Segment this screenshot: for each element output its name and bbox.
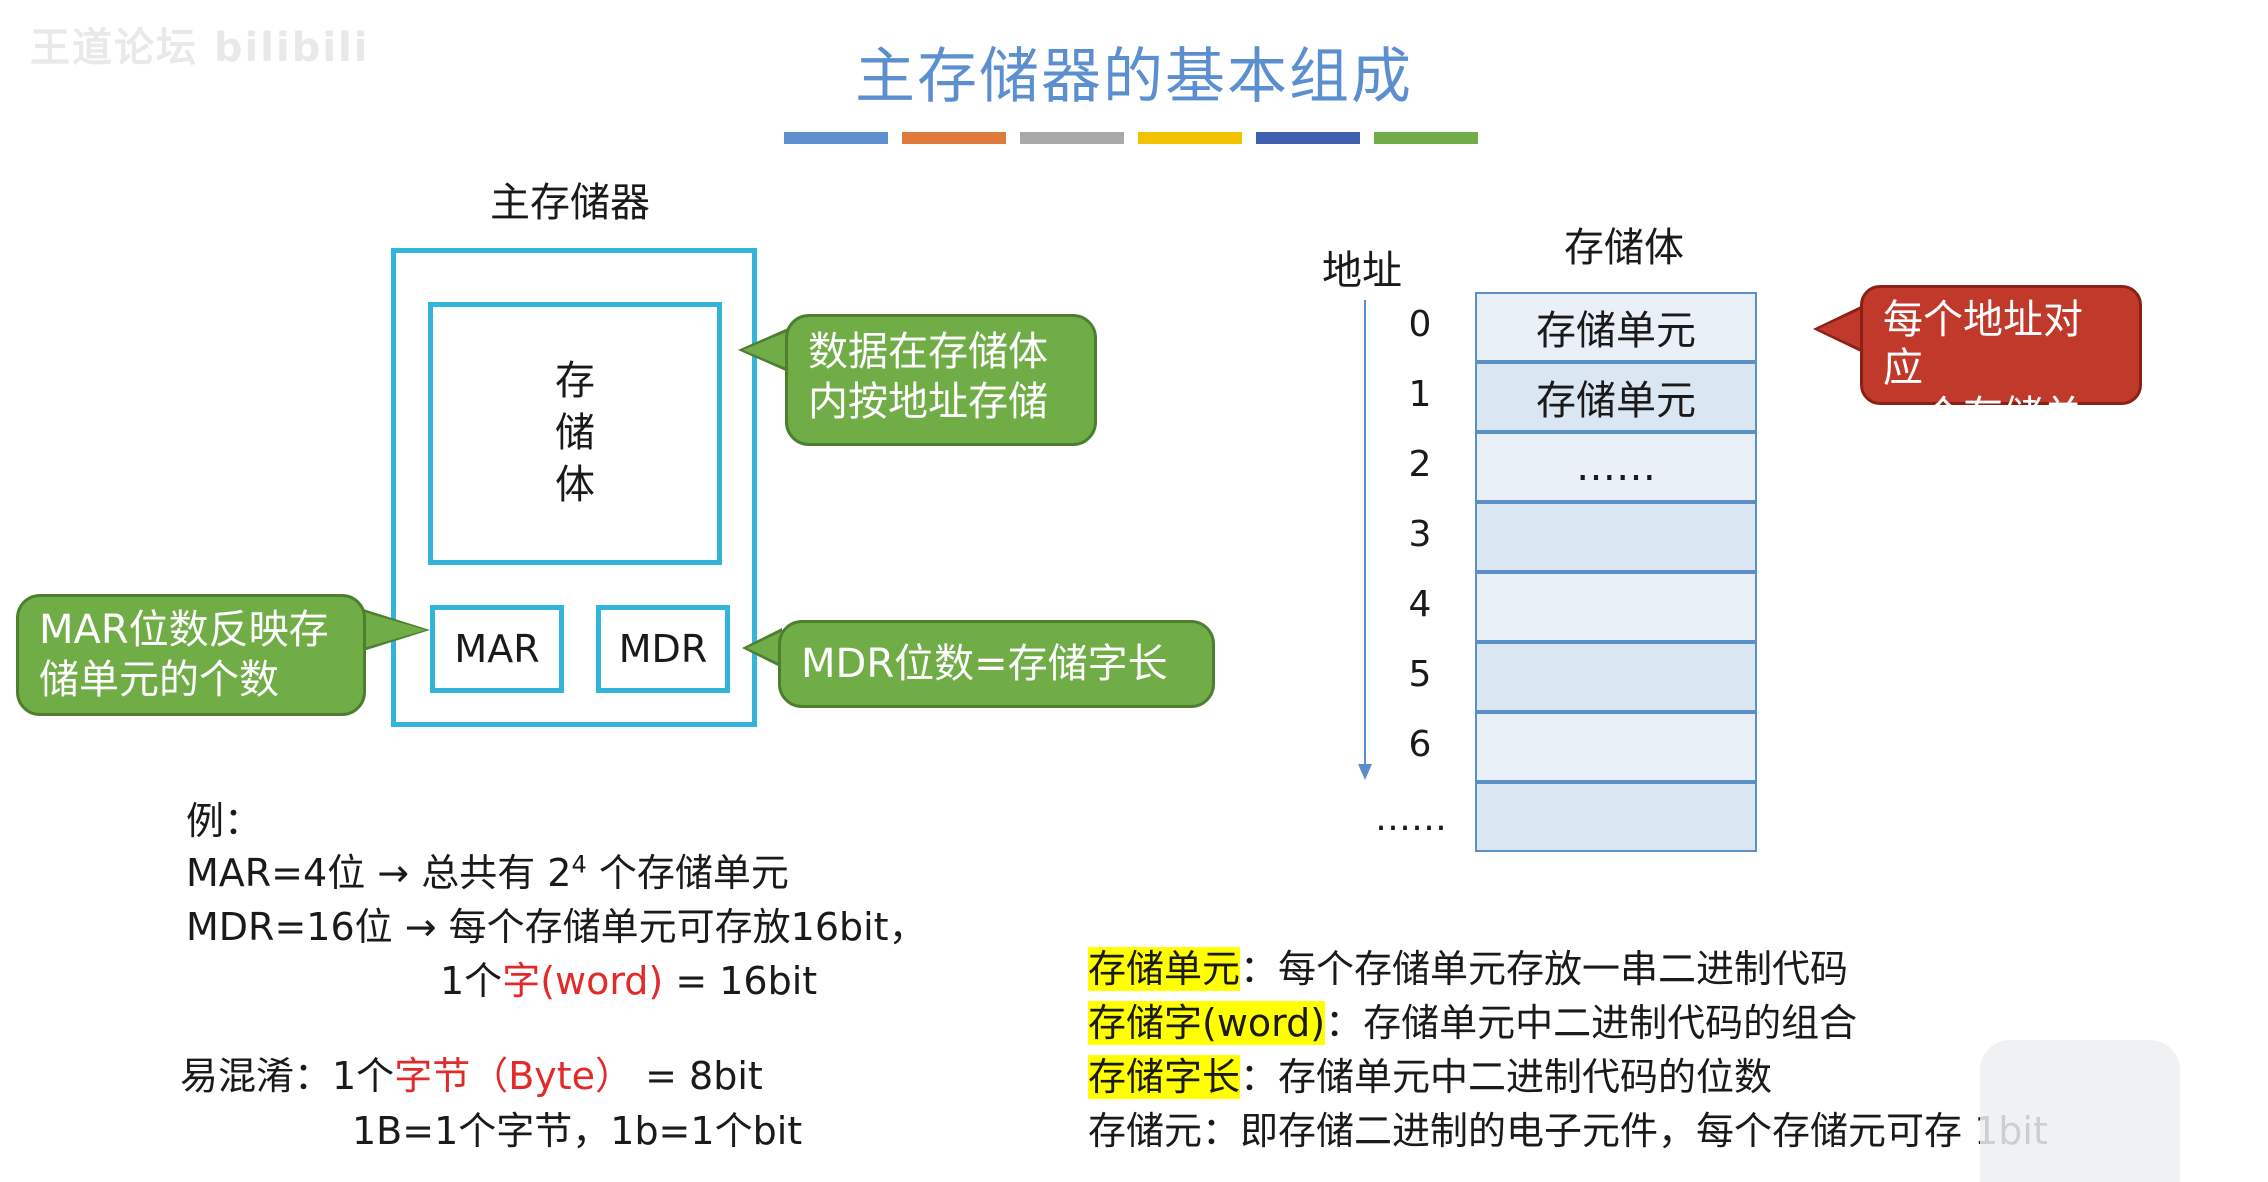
address-number: 2 xyxy=(1408,444,1432,485)
definition-text: ：即存储二进制的电子元件，每个存储元可存 1bit xyxy=(1202,1109,2048,1153)
callout-line: 数据在存储体 xyxy=(808,329,1048,375)
callout-line: MDR位数=存储字长 xyxy=(801,641,1168,687)
definition-term: 存储字(word) xyxy=(1088,1001,1326,1045)
callout-line: 一个存储单元 xyxy=(1883,393,2083,487)
example-text: = 16bit xyxy=(663,959,818,1003)
callout-line: 内按地址存储 xyxy=(808,379,1048,425)
storage-cell xyxy=(1475,782,1757,852)
mdr-callout: MDR位数=存储字长 xyxy=(778,620,1215,708)
storage-cell xyxy=(1475,642,1757,712)
storage-cell xyxy=(1475,712,1757,782)
title-bar-segment xyxy=(902,132,1006,144)
exponent: 4 xyxy=(571,850,587,879)
confusion-line-1: 易混淆：1个字节（Byte） = 8bit xyxy=(180,1045,763,1100)
address-number: 6 xyxy=(1408,724,1432,765)
mdr-register: MDR xyxy=(596,605,730,693)
title-bar-segment xyxy=(1020,132,1124,144)
bilibili-logo-icon xyxy=(1980,1040,2180,1182)
watermark: 王道论坛 bilibili xyxy=(30,25,370,71)
definition-text: ：每个存储单元存放一串二进制代码 xyxy=(1240,947,1849,991)
definition-row: 存储字(word)：存储单元中二进制代码的组合 xyxy=(1088,992,1857,1047)
callout-tail xyxy=(360,611,426,649)
mar-label: MAR xyxy=(454,627,540,671)
title-bar-segment xyxy=(1256,132,1360,144)
definition-row: 存储单元：每个存储单元存放一串二进制代码 xyxy=(1088,938,1848,993)
definition-text: ：存储单元中二进制代码的位数 xyxy=(1240,1055,1773,1099)
example-text: = 8bit xyxy=(633,1054,763,1098)
callout-tail xyxy=(747,631,783,665)
callout-tail xyxy=(743,331,789,369)
definition-text: ：存储单元中二进制代码的组合 xyxy=(1325,1001,1858,1045)
callout-line: MAR位数反映存 xyxy=(39,607,329,653)
slide-title: 主存储器的基本组成 xyxy=(855,42,1413,112)
address-number: …… xyxy=(1375,798,1447,839)
address-callout: 每个地址对应 一个存储单元 xyxy=(1860,285,2142,487)
word-term: 字(word) xyxy=(502,959,664,1003)
example-line-3: 1个字(word) = 16bit xyxy=(440,950,817,1005)
title-bar-segment xyxy=(784,132,888,144)
mar-callout: MAR位数反映存 储单元的个数 xyxy=(16,594,366,716)
address-number: 5 xyxy=(1408,654,1432,695)
definition-row: 存储字长：存储单元中二进制代码的位数 xyxy=(1088,1046,1772,1101)
storage-body-box: 存 储 体 xyxy=(428,302,722,565)
example-text: MAR=4位 → 总共有 2 xyxy=(186,851,572,895)
title-bar-segment xyxy=(1138,132,1242,144)
callout-line: 储单元的个数 xyxy=(39,657,279,703)
example-text: 易混淆：1个 xyxy=(180,1054,395,1098)
example-title: 例： xyxy=(186,799,263,843)
storage-body-char: 储 xyxy=(555,410,595,456)
storage-body-char: 体 xyxy=(555,462,595,508)
callout-tail xyxy=(1818,308,1864,350)
definition-term: 存储元 xyxy=(1088,1109,1203,1153)
mdr-label: MDR xyxy=(618,627,708,671)
address-arrow xyxy=(1358,300,1372,780)
address-number: 4 xyxy=(1408,584,1432,625)
example-line-1: MAR=4位 → 总共有 24 个存储单元 xyxy=(186,842,789,897)
storage-cell: …… xyxy=(1475,432,1757,502)
example-text: 个存储单元 xyxy=(586,851,789,895)
callout-line: 每个地址对应 xyxy=(1883,297,2083,391)
storage-body-char: 存 xyxy=(555,358,595,404)
example-line-2: MDR=16位 → 每个存储单元可存放16bit， xyxy=(186,905,927,949)
mar-register: MAR xyxy=(430,605,564,693)
storage-callout: 数据在存储体 内按地址存储 xyxy=(785,314,1097,446)
address-number: 1 xyxy=(1408,374,1432,415)
storage-cell xyxy=(1475,502,1757,572)
confusion-line-2: 1B=1个字节，1b=1个bit xyxy=(352,1109,803,1153)
example-text: 1个 xyxy=(440,959,503,1003)
main-memory-label: 主存储器 xyxy=(490,180,650,226)
definition-term: 存储字长 xyxy=(1088,1055,1241,1099)
main-memory-box xyxy=(391,248,757,727)
byte-term: 字节（Byte） xyxy=(394,1054,634,1098)
storage-cell: 存储单元 xyxy=(1475,362,1757,432)
address-number: 3 xyxy=(1408,514,1432,555)
title-bar-segment xyxy=(1374,132,1478,144)
address-number: 0 xyxy=(1408,304,1432,345)
storage-body-label: 存储体 xyxy=(1564,225,1684,271)
address-arrow-head xyxy=(1358,764,1372,780)
definition-row: 存储元：即存储二进制的电子元件，每个存储元可存 1bit xyxy=(1088,1100,2048,1155)
storage-cell xyxy=(1475,572,1757,642)
storage-cell: 存储单元 xyxy=(1475,292,1757,362)
definition-term: 存储单元 xyxy=(1088,947,1241,991)
address-label: 地址 xyxy=(1322,248,1402,294)
